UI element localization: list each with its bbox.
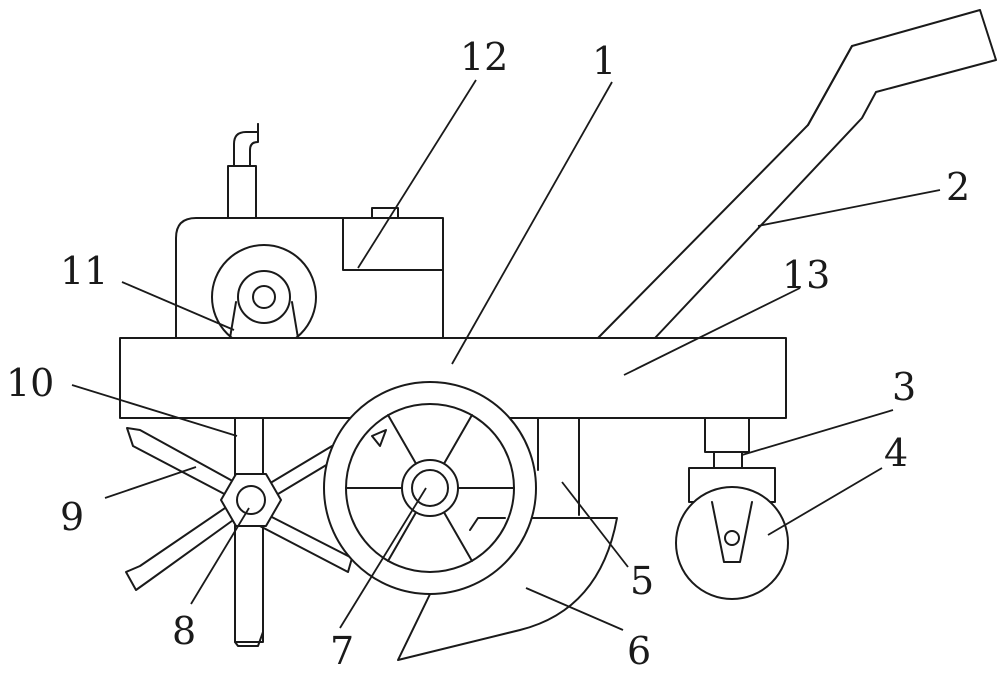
callout-labels: 1 2 3 4 5 6 7 8 9 10 11 12 13 bbox=[6, 35, 970, 673]
support-post bbox=[537, 417, 580, 516]
handle bbox=[597, 9, 997, 339]
caster-wheel bbox=[675, 486, 789, 600]
tine-shaft bbox=[234, 417, 264, 647]
leader-lines bbox=[71, 79, 941, 631]
label-4: 4 bbox=[884, 431, 908, 475]
fuel-cap bbox=[371, 207, 399, 219]
label-9: 9 bbox=[60, 495, 84, 539]
label-5: 5 bbox=[630, 559, 654, 603]
label-11: 11 bbox=[60, 249, 108, 293]
label-3: 3 bbox=[892, 365, 916, 409]
label-2: 2 bbox=[946, 165, 970, 209]
tine-hub bbox=[220, 473, 282, 527]
label-12: 12 bbox=[460, 35, 508, 79]
caster-mount bbox=[704, 417, 750, 453]
label-6: 6 bbox=[627, 629, 651, 673]
label-1: 1 bbox=[592, 39, 616, 83]
label-8: 8 bbox=[172, 609, 196, 653]
caster-assembly bbox=[675, 417, 789, 600]
engine-housing bbox=[175, 123, 444, 350]
label-13: 13 bbox=[782, 253, 830, 297]
label-10: 10 bbox=[6, 361, 54, 405]
drive-wheel bbox=[323, 381, 537, 595]
fuel-tank bbox=[342, 217, 444, 271]
label-7: 7 bbox=[330, 629, 354, 673]
